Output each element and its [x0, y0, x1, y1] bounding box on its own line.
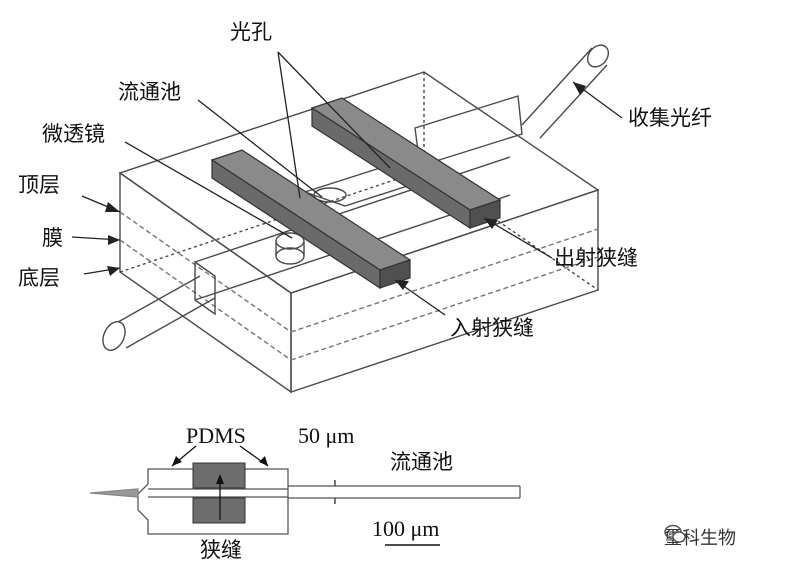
cross-section-arrowheads: [172, 456, 268, 484]
layer-lines: [119, 211, 599, 361]
label-collection-fiber: 收集光纤: [628, 106, 712, 130]
label-flow-cell-section: 流通池: [390, 450, 453, 474]
label-pdms: PDMS: [186, 423, 246, 448]
label-top-layer: 顶层: [18, 173, 60, 197]
wechat-icon: [664, 524, 686, 543]
label-bottom-layer: 底层: [18, 266, 60, 290]
label-slit: 狭缝: [200, 538, 242, 562]
arrowheads: [105, 82, 586, 290]
microlens: [275, 232, 305, 265]
label-microlens: 微透镜: [42, 122, 105, 146]
input-fiber: [102, 275, 216, 351]
label-flow-cell: 流通池: [118, 80, 181, 104]
label-aperture: 光孔: [230, 20, 272, 44]
collection-fiber: [521, 44, 610, 139]
label-scale-bar: 100 μm: [372, 516, 440, 541]
label-exit-slit: 出射狭缝: [554, 246, 638, 270]
watermark: 璽科生物: [664, 524, 736, 550]
entrance-slit: [210, 149, 412, 290]
leader-lines: [71, 51, 623, 316]
slit-blocks: [192, 462, 246, 524]
label-membrane: 膜: [42, 226, 63, 250]
label-entrance-slit: 入射狭缝: [450, 316, 534, 340]
label-width: 50 μm: [298, 423, 355, 448]
cross-section: [89, 468, 521, 546]
exit-slit: [310, 97, 502, 230]
